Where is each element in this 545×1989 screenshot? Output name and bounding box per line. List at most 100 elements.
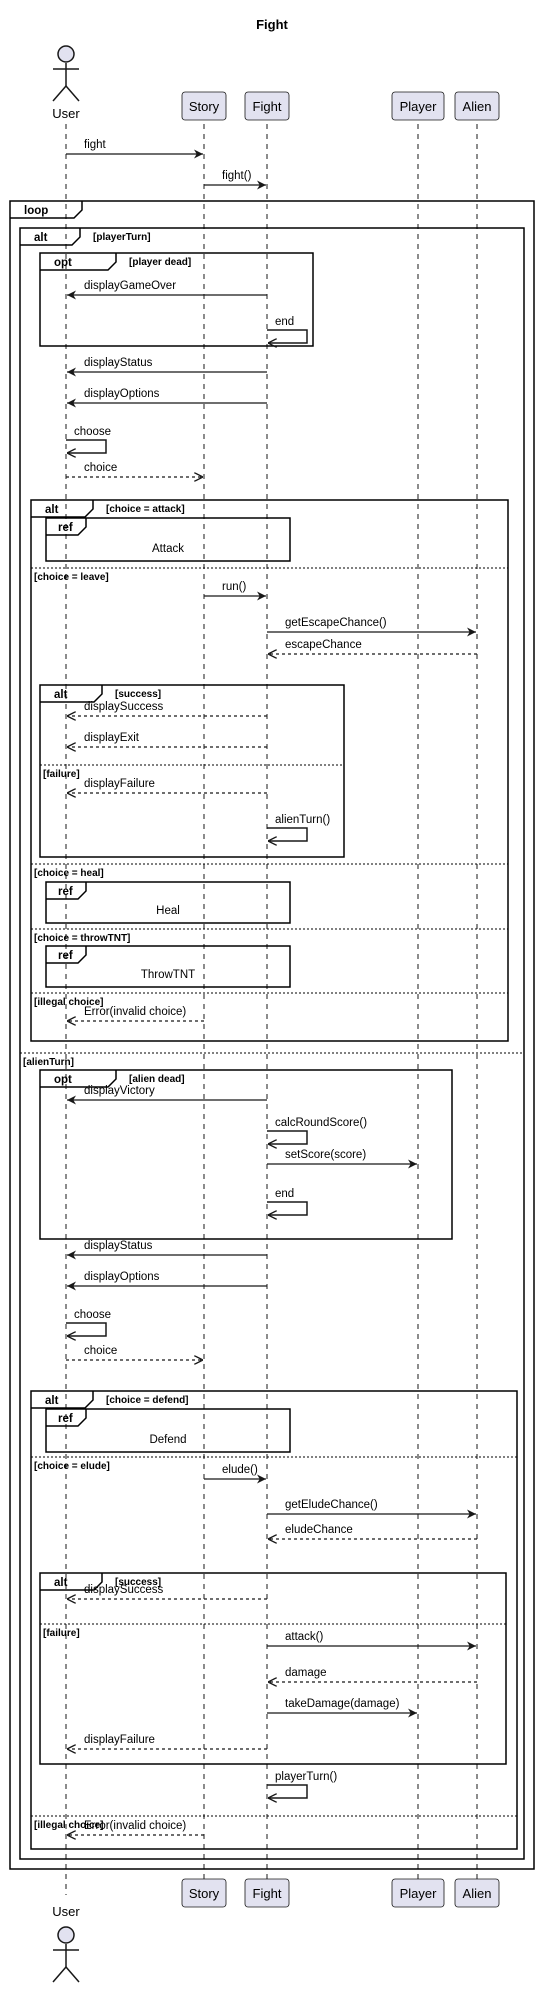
fragment-alt_turn: alt[playerTurn][alienTurn] bbox=[19, 227, 525, 1860]
message-return: displayExit bbox=[67, 732, 267, 747]
message-sync: takeDamage(damage) bbox=[267, 1698, 417, 1718]
participant-story-top: Story bbox=[181, 91, 227, 121]
self-arrow bbox=[267, 1201, 308, 1215]
else-guard: [failure] bbox=[43, 1628, 80, 1639]
fragment-operator: alt bbox=[45, 1395, 59, 1407]
fragment-operator: alt bbox=[54, 1577, 68, 1589]
message-self: alienTurn() bbox=[267, 814, 330, 841]
fragment-border bbox=[19, 227, 525, 1860]
fragment-border bbox=[45, 945, 291, 988]
message-label: choose bbox=[74, 1309, 111, 1321]
else-guard: [illegal choice] bbox=[34, 997, 103, 1008]
message-self: end bbox=[267, 316, 308, 343]
message-label: displayExit bbox=[84, 732, 140, 744]
fragment-tab bbox=[40, 685, 103, 703]
fragment-border bbox=[9, 200, 535, 1870]
participant-label-fight: Fight bbox=[253, 99, 282, 114]
participant-label-user: User bbox=[52, 1904, 80, 1919]
message-sync: fight bbox=[66, 139, 203, 159]
fragment-tab bbox=[40, 1070, 117, 1088]
ref-label: Defend bbox=[149, 1434, 186, 1446]
participant-box bbox=[454, 91, 500, 121]
fragment-alt_defend: alt[choice = defend][choice = elude][ill… bbox=[30, 1390, 518, 1850]
participant-box bbox=[181, 1878, 227, 1908]
fragment-tab bbox=[40, 1573, 103, 1591]
message-sync: run() bbox=[204, 581, 266, 601]
fragment-tab bbox=[46, 946, 87, 964]
message-sync: displayStatus bbox=[67, 357, 267, 377]
actor-leg-icon bbox=[65, 85, 80, 102]
fragment-border bbox=[39, 684, 345, 858]
actor-leg-icon bbox=[52, 1966, 67, 1983]
message-sync: setScore(score) bbox=[267, 1149, 417, 1169]
message-label: calcRoundScore() bbox=[275, 1117, 367, 1129]
participant-label-story: Story bbox=[189, 1886, 220, 1901]
ref-label: Heal bbox=[156, 905, 180, 917]
else-guard: [illegal choice] bbox=[34, 1820, 103, 1831]
participant-player-top: Player bbox=[391, 91, 445, 121]
participant-label-player: Player bbox=[400, 99, 438, 114]
message-label: choose bbox=[74, 426, 111, 438]
message-return: choice bbox=[66, 1345, 203, 1360]
message-sync: elude() bbox=[204, 1464, 266, 1484]
fragment-alt_elude: alt [success] [failure] bbox=[39, 1572, 507, 1765]
message-label: choice bbox=[84, 1345, 117, 1357]
message-sync: displayOptions bbox=[67, 1271, 267, 1291]
fragment-tab bbox=[46, 518, 87, 536]
participant-alien-top: Alien bbox=[454, 91, 500, 121]
message-self: end bbox=[267, 1188, 308, 1215]
message-label: attack() bbox=[285, 1631, 324, 1643]
fragment-border bbox=[45, 517, 291, 562]
message-label: Error(invalid choice) bbox=[84, 1820, 186, 1832]
fragment-loop1: loop bbox=[9, 200, 535, 1870]
else-guard: [failure] bbox=[43, 769, 80, 780]
message-label: run() bbox=[222, 581, 246, 593]
fragment-guard: [success] bbox=[115, 1577, 161, 1588]
participant-label-user: User bbox=[52, 106, 80, 121]
fragment-operator: ref bbox=[58, 522, 73, 534]
message-self: choose bbox=[66, 426, 111, 453]
self-arrow bbox=[66, 1322, 107, 1336]
fragment-guard: [player dead] bbox=[129, 257, 191, 268]
ref-label: ThrowTNT bbox=[141, 969, 195, 981]
message-sync: displayGameOver bbox=[67, 280, 267, 300]
fragment-border bbox=[39, 1572, 507, 1765]
message-label: alienTurn() bbox=[275, 814, 330, 826]
fragment-guard: [choice = attack] bbox=[106, 504, 185, 515]
fragment-tab bbox=[20, 228, 81, 246]
message-label: elude() bbox=[222, 1464, 258, 1476]
message-label: takeDamage(damage) bbox=[285, 1698, 400, 1710]
fragment-tab bbox=[46, 1409, 87, 1427]
fragment-guard: [choice = defend] bbox=[106, 1395, 189, 1406]
message-return: displayFailure bbox=[67, 778, 267, 793]
participant-box bbox=[244, 1878, 290, 1908]
message-return: choice bbox=[66, 462, 203, 477]
fragment-operator: opt bbox=[54, 257, 72, 269]
else-guard: [choice = leave] bbox=[34, 572, 109, 583]
message-sync: displayStatus bbox=[67, 1240, 267, 1260]
message-label: displayOptions bbox=[84, 1271, 160, 1283]
fragment-operator: alt bbox=[45, 504, 59, 516]
actor-leg-icon bbox=[65, 1966, 80, 1983]
message-sync: displayVictory bbox=[67, 1085, 267, 1105]
message-label: displayGameOver bbox=[84, 280, 176, 292]
message-label: fight bbox=[84, 139, 107, 151]
actor-head-icon bbox=[57, 45, 75, 63]
fragment-border bbox=[30, 1390, 518, 1850]
participant-label-fight: Fight bbox=[253, 1886, 282, 1901]
fragment-tab bbox=[31, 500, 94, 518]
message-label: displayOptions bbox=[84, 388, 160, 400]
message-return: escapeChance bbox=[268, 639, 477, 654]
fragment-opt_dead: opt [player dead] bbox=[39, 252, 314, 347]
fragment-operator: opt bbox=[54, 1074, 72, 1086]
message-label: end bbox=[275, 1188, 294, 1200]
fragment-tab bbox=[46, 882, 87, 900]
message-return: displaySuccess bbox=[67, 1584, 267, 1599]
participant-box bbox=[454, 1878, 500, 1908]
participant-fight-top: Fight bbox=[244, 91, 290, 121]
actor-leg-icon bbox=[52, 85, 67, 102]
fragment-operator: ref bbox=[58, 1413, 73, 1425]
